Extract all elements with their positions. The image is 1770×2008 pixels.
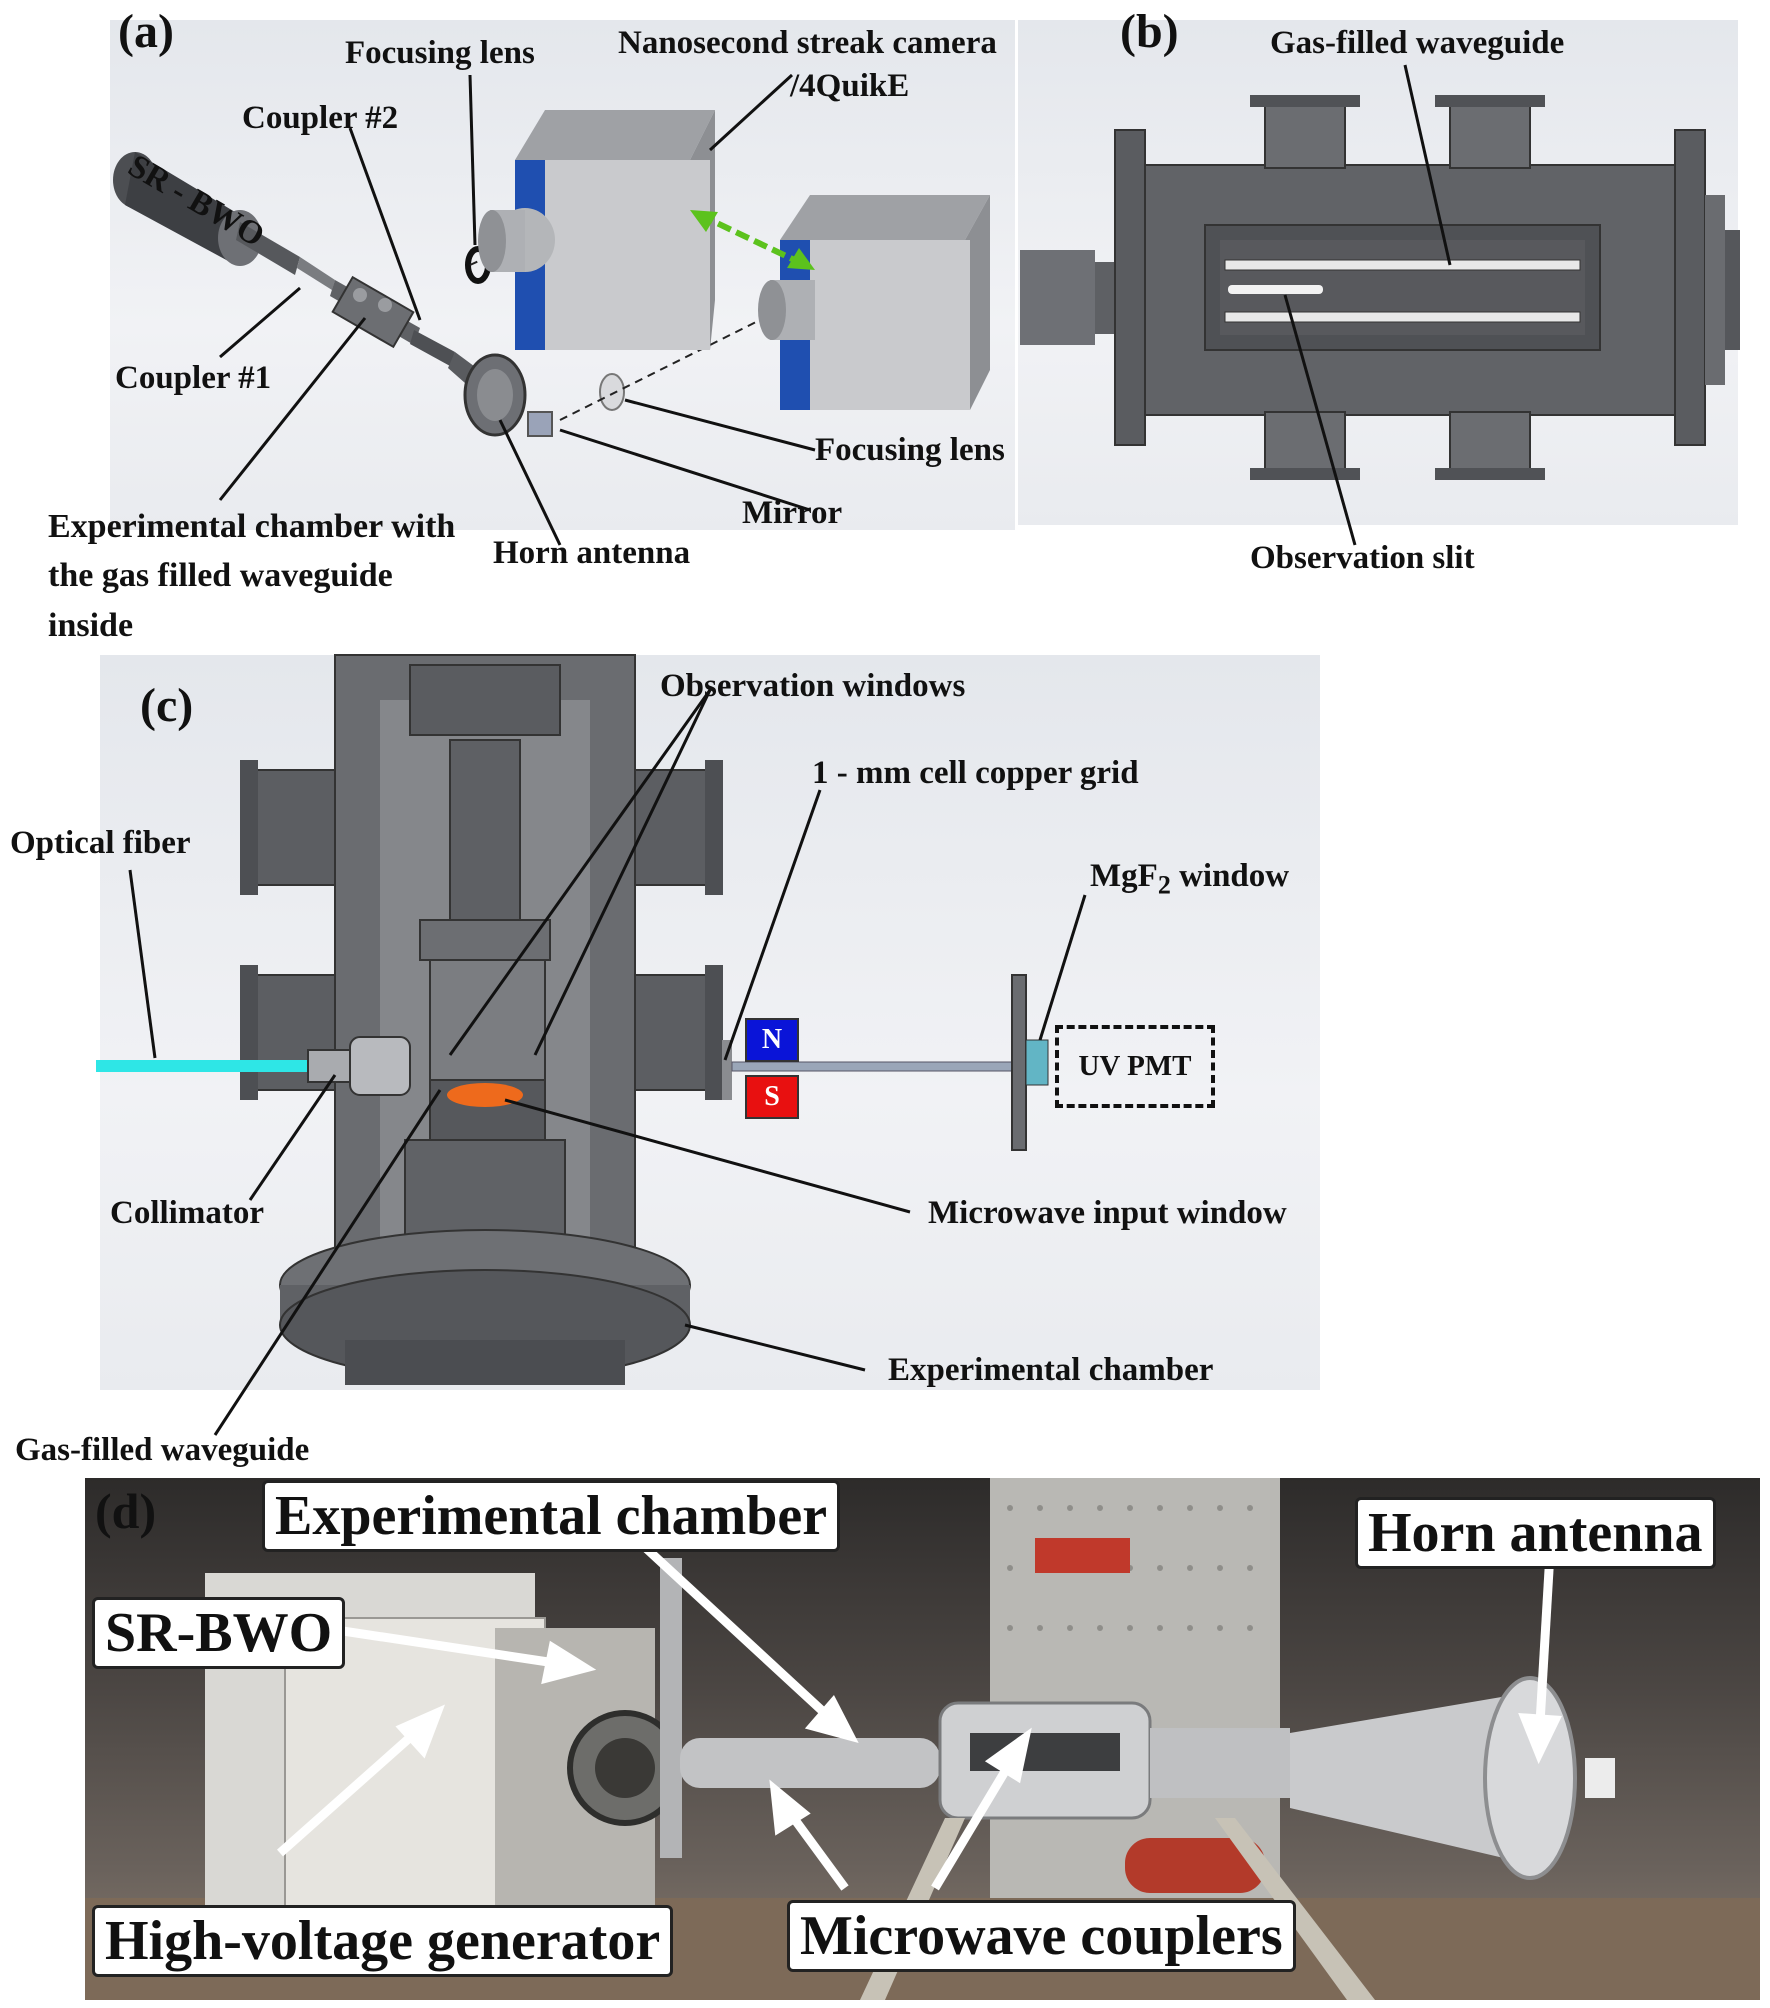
hv-generator-label: High-voltage generator [92,1905,674,1977]
streak-camera-label-line2: /4QuikE [790,68,910,104]
panel-b [1018,20,1738,525]
mgf2-prefix: MgF [1090,858,1158,894]
mgf2-subscript: 2 [1157,870,1171,900]
uv-pmt-box: UV PMT [1055,1025,1215,1108]
horn-antenna-label-d: Horn antenna [1355,1497,1716,1569]
gas-filled-waveguide-label-c: Gas-filled waveguide [15,1432,310,1468]
microwave-input-window-label: Microwave input window [928,1195,1287,1231]
observation-slit-label: Observation slit [1250,540,1475,576]
waveguide-label-b: Gas-filled waveguide [1270,25,1565,61]
chamber-label-a: Experimental chamber with the gas filled… [48,508,456,644]
streak-camera-label-line1: Nanosecond streak camera [618,25,997,61]
collimator-label: Collimator [110,1195,264,1231]
optical-fiber-label: Optical fiber [10,825,191,861]
panel-b-tag: (b) [1120,5,1179,58]
sr-bwo-label-d: SR-BWO [92,1597,346,1669]
panel-d-photo [85,1478,1760,2000]
observation-windows-label: Observation windows [660,668,966,704]
mirror-label: Mirror [742,495,843,531]
experimental-chamber-label-d: Experimental chamber [262,1480,841,1552]
magnet-north: N [745,1018,799,1062]
panel-d-tag: (d) [95,1483,157,1539]
coupler-1-label: Coupler #1 [115,360,272,396]
magnet-south: S [745,1075,799,1119]
copper-grid-label: 1 - mm cell copper grid [812,755,1139,791]
focusing-lens-bottom-label: Focusing lens [815,432,1005,468]
mgf2-window-label: MgF2 window [1090,858,1289,901]
panel-a-tag: (a) [118,5,174,58]
horn-antenna-label: Horn antenna [493,535,691,571]
microwave-couplers-label: Microwave couplers [787,1900,1296,1972]
focusing-lens-top-label: Focusing lens [345,35,535,71]
coupler-2-label: Coupler #2 [242,100,399,136]
experimental-chamber-label-c: Experimental chamber [888,1352,1214,1388]
panel-c-tag: (c) [140,679,194,732]
mgf2-suffix: window [1170,858,1290,894]
